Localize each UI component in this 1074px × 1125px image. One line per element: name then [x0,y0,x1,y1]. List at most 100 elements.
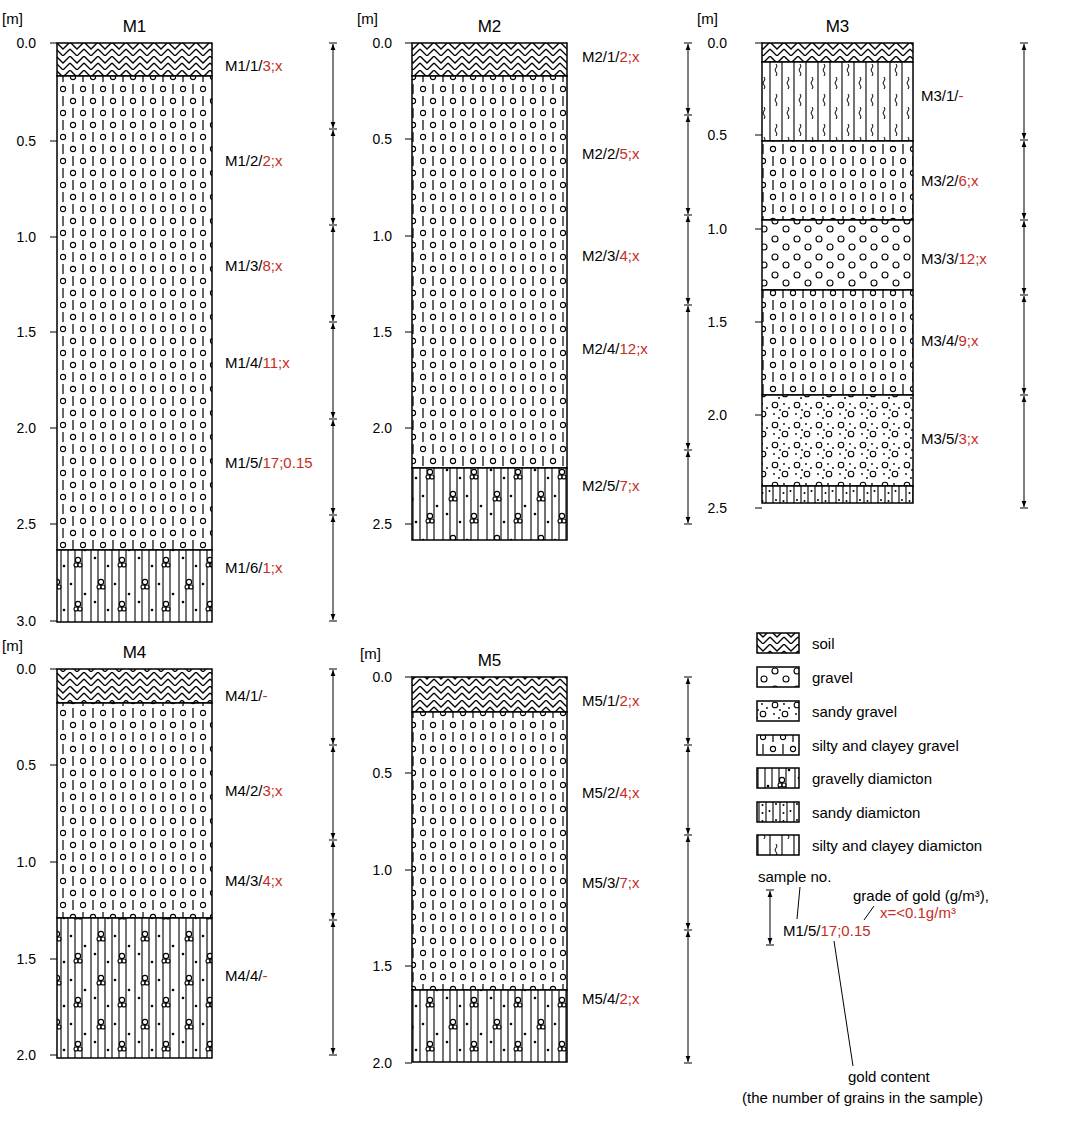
gold-value: 3;x [263,782,283,799]
sample-label: M2/1/ [582,48,620,65]
key-note: (the number of grains in the sample) [742,1089,983,1106]
sample-label: M1/4/ [225,354,263,371]
sample-label: M1/1/ [225,57,263,74]
gold-value: 17;0.15 [263,454,313,471]
sample-label: M5/1/ [582,692,620,709]
depth-label: 1.5 [17,951,36,968]
depth-label: 2.0 [17,420,36,437]
depth-label: 1.0 [708,221,727,238]
sample-label: M5/4/ [582,990,620,1007]
gold-value: 12;x [620,340,648,357]
gold-value: 3;x [263,57,283,74]
depth-label: 2.5 [17,516,36,533]
depth-label: 0.5 [373,131,392,148]
depth-label: 0.0 [17,661,36,678]
gold-value: 8;x [263,257,283,274]
legend-text: silty and clayey diamicton [812,837,982,854]
gold-value: 4;x [620,247,640,264]
depth-label: 1.5 [373,324,392,341]
sample-label: M1/3/ [225,257,263,274]
column-title: M5 [412,651,567,671]
depth-label: 0.0 [708,35,727,52]
sample-label: M1/5/ [225,454,263,471]
legend-text: silty and clayey gravel [812,737,959,754]
gold-value: 4;x [620,784,640,801]
depth-label: 0.5 [708,127,727,144]
legend-text: soil [812,635,835,652]
key-note: x=<0.1g/m³ [880,904,956,921]
sample-label: M4/3/ [225,872,263,889]
sample-label: M4/2/ [225,782,263,799]
column-title: M4 [57,643,212,663]
depth-label: 2.0 [17,1047,36,1064]
sample-label: M1/2/ [225,152,263,169]
gold-value: 12;x [959,250,987,267]
key-note: sample no. [758,868,831,885]
gold-value: 4;x [263,872,283,889]
log-column: M4 [57,669,212,1058]
gold-value: - [959,87,964,104]
sample-label: M4/1/ [225,687,263,704]
depth-label: 1.5 [17,324,36,341]
gold-value: 6;x [959,172,979,189]
depth-label: 0.0 [373,669,392,686]
column-title: M1 [57,17,212,37]
log-column: M2 [412,43,567,540]
sample-label: M2/5/ [582,477,620,494]
depth-label: 3.0 [17,613,36,630]
gold-value: 3;x [959,430,979,447]
sample-label: M5/3/ [582,874,620,891]
depth-label: 0.0 [373,35,392,52]
sample-label: M2/2/ [582,145,620,162]
unit-label: [m] [360,645,381,662]
unit-label: [m] [357,10,378,27]
legend-text: gravel [812,669,853,686]
unit-label: [m] [2,10,23,27]
sample-label: M1/5/ [783,922,821,939]
depth-label: 2.5 [708,500,727,517]
depth-label: 2.0 [708,407,727,424]
sample-label: M5/2/ [582,784,620,801]
gold-value: 7;x [620,477,640,494]
sample-label: M3/2/ [921,172,959,189]
gold-value: 11;x [263,354,290,371]
sample-label: M2/4/ [582,340,620,357]
sample-label: M3/1/ [921,87,959,104]
depth-label: 2.0 [373,420,392,437]
gold-value: 2;x [263,152,283,169]
gold-value: 17;0.15 [821,922,871,939]
depth-label: 1.0 [17,854,36,871]
gold-value: - [263,967,268,984]
legend-text: gravelly diamicton [812,770,932,787]
depth-label: 0.5 [373,765,392,782]
unit-label: [m] [2,637,23,654]
column-title: M3 [762,17,913,37]
gold-value: 7;x [620,874,640,891]
depth-label: 2.0 [373,1055,392,1072]
column-title: M2 [412,17,567,37]
key-note: grade of gold (g/m³), [853,887,989,904]
depth-label: 0.5 [17,133,36,150]
gold-value: 9;x [959,332,979,349]
gold-value: 2;x [620,692,640,709]
sample-label: M4/4/ [225,967,263,984]
log-column: M5 [412,677,567,1062]
gold-value: - [263,687,268,704]
depth-label: 1.5 [708,314,727,331]
sample-label: M3/4/ [921,332,959,349]
gold-value: 5;x [620,145,640,162]
log-column: M3 [762,43,913,503]
gold-value: 2;x [620,48,640,65]
depth-label: 1.0 [373,862,392,879]
depth-label: 1.5 [373,958,392,975]
depth-label: 0.5 [17,757,36,774]
sample-label: M3/5/ [921,430,959,447]
legend-text: sandy gravel [812,703,897,720]
sample-label: M3/3/ [921,250,959,267]
gold-value: 2;x [620,990,640,1007]
depth-label: 1.0 [373,228,392,245]
log-column: M1 [57,43,212,622]
unit-label: [m] [697,10,718,27]
